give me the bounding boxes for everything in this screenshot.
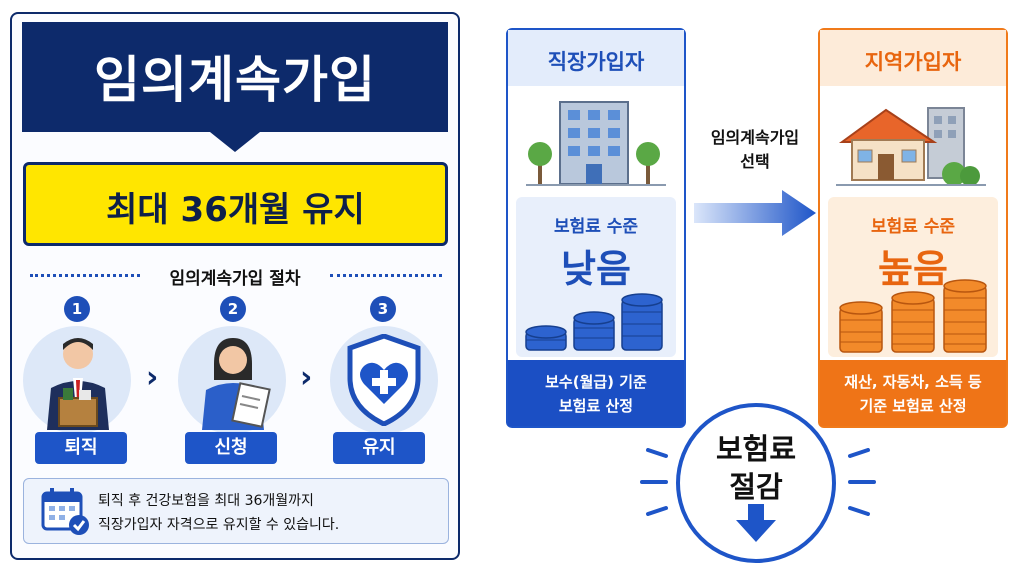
employee-card-header xyxy=(508,30,684,86)
note-line-1: 퇴직 후 건강보험을 최대 36개월까지 xyxy=(98,493,314,509)
arrow-down-icon xyxy=(736,504,776,542)
employee-basis-line-2: 보험료 산정 xyxy=(558,397,634,415)
regional-basis-line-2: 기준 보험료 산정 xyxy=(859,397,967,415)
saving-line-2: 절감 xyxy=(729,470,783,504)
arrow-caption-line-1: 임의계속가입 xyxy=(710,128,800,147)
emphasis-lines-right xyxy=(848,448,876,516)
step-2-label: 신청 xyxy=(185,432,277,464)
arrow-caption: 임의계속가입 선택 xyxy=(690,126,820,174)
divider-left xyxy=(30,274,140,277)
note-line-2: 직장가입자 자격으로 유지할 수 있습니다. xyxy=(98,517,340,533)
step-1-number: 1 xyxy=(64,296,90,322)
regional-level-value: 높음 xyxy=(878,247,948,291)
office-building-icon xyxy=(526,101,666,186)
step-1-label: 퇴직 xyxy=(35,432,127,464)
shield-heart-cross-icon xyxy=(347,334,421,426)
chevron-right-icon: › xyxy=(146,360,159,395)
procedure-title: 임의계속가입 절차 xyxy=(169,269,301,289)
employee-card-title: 직장가입자 xyxy=(547,50,645,74)
employee-basis-box xyxy=(508,360,684,426)
emphasis-lines-left xyxy=(640,448,668,516)
saving-line-1: 보험료 xyxy=(715,432,797,466)
saving-text: 보험료 절감 xyxy=(676,430,836,506)
arrow-caption-line-2: 선택 xyxy=(740,152,770,171)
calendar-check-icon xyxy=(41,488,89,535)
regional-basis-line-1: 재산, 자동차, 소득 등 xyxy=(844,373,982,391)
coin-stack-icon xyxy=(839,279,987,353)
arrow-right-icon xyxy=(694,190,816,236)
coin-stack-icon xyxy=(525,293,663,351)
employee-basis-line-1: 보수(월급) 기준 xyxy=(545,373,647,391)
employee-level-label: 보험료 수준 xyxy=(553,217,639,237)
house-icon xyxy=(836,107,986,186)
regional-level-label: 보험료 수준 xyxy=(870,217,956,237)
regional-card-header xyxy=(820,30,1006,86)
regional-basis-box xyxy=(820,360,1006,426)
step-3-label: 유지 xyxy=(333,432,425,464)
info-note xyxy=(23,478,449,544)
title-banner xyxy=(22,22,448,152)
employee-level-value: 낮음 xyxy=(561,247,631,291)
office-worker-with-box-icon xyxy=(47,338,109,430)
divider-right xyxy=(330,274,442,277)
step-2-number: 2 xyxy=(220,296,246,322)
page-title: 임의계속가입 xyxy=(94,51,376,109)
highlight-text: 최대 36개월 유지 xyxy=(106,190,365,230)
person-with-clipboard-icon xyxy=(202,338,271,430)
highlight-box xyxy=(23,162,448,246)
chevron-right-icon: › xyxy=(300,360,313,395)
regional-card-title: 지역가입자 xyxy=(864,50,962,74)
step-3-number: 3 xyxy=(370,296,396,322)
